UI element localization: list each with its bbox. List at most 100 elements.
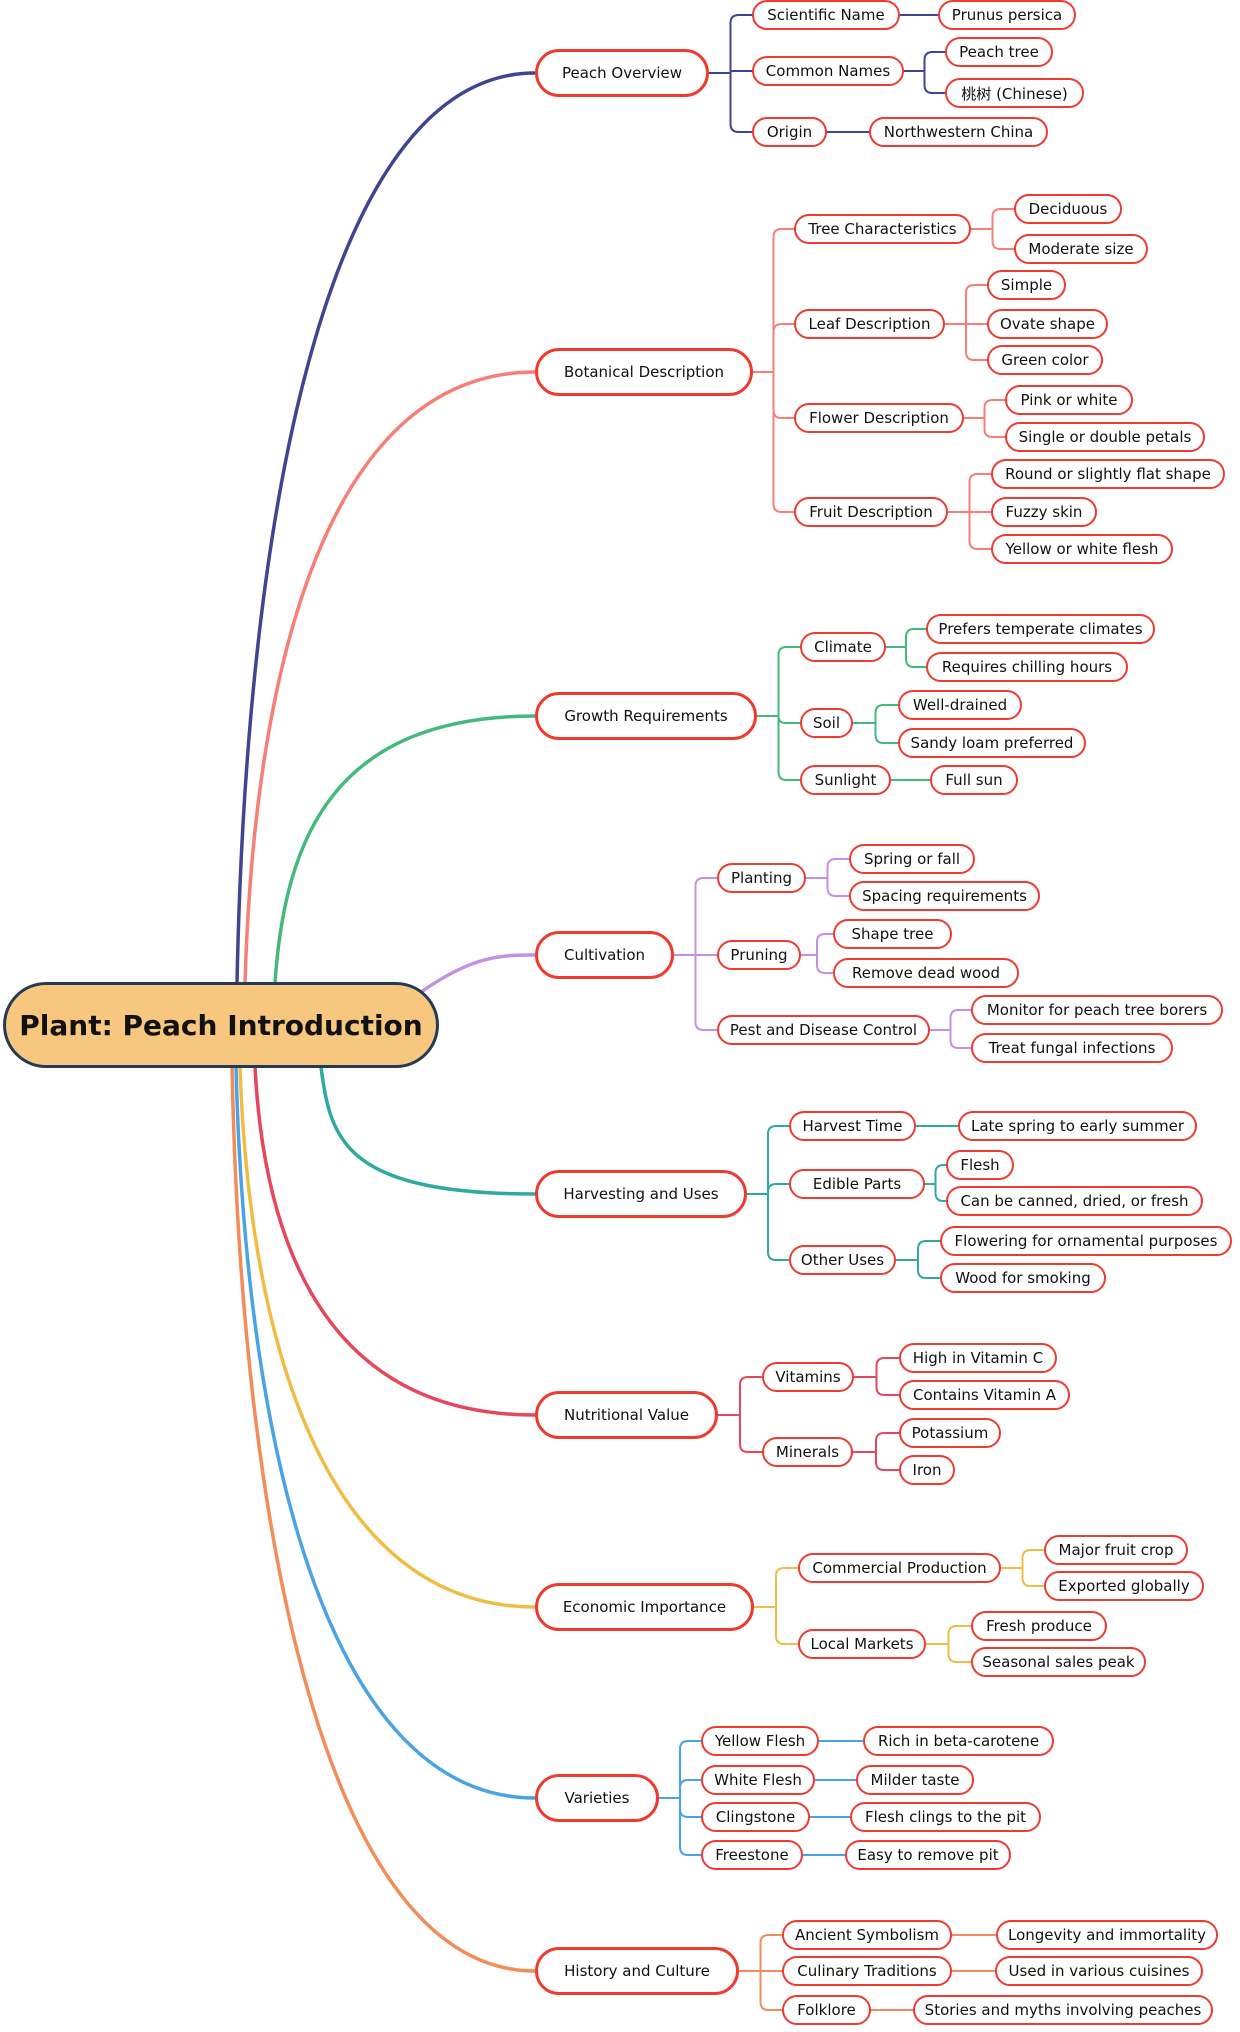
- topic-ancient-symbolism-node[interactable]: Ancient Symbolism: [782, 1920, 952, 1950]
- topic-clingstone-node[interactable]: Clingstone: [701, 1802, 810, 1832]
- branch-growth-requirements-node[interactable]: Growth Requirements: [535, 692, 757, 740]
- branch-botanical-description-node[interactable]: Botanical Description: [535, 348, 753, 396]
- leaf-round-or-slightly-flat-shape-node-label: Round or slightly flat shape: [1005, 465, 1211, 483]
- leaf-spring-or-fall-node[interactable]: Spring or fall: [849, 844, 975, 874]
- leaf-high-in-vitamin-c-node[interactable]: High in Vitamin C: [899, 1343, 1057, 1373]
- branch-nutritional-value-node[interactable]: Nutritional Value: [535, 1391, 718, 1439]
- topic-vitamins-node[interactable]: Vitamins: [762, 1362, 854, 1392]
- topic-commercial-production-node[interactable]: Commercial Production: [798, 1553, 1001, 1583]
- branch-history-and-culture-node[interactable]: History and Culture: [535, 1947, 739, 1995]
- leaf-prefers-temperate-climates-node[interactable]: Prefers temperate climates: [926, 614, 1155, 644]
- topic-culinary-traditions-node[interactable]: Culinary Traditions: [782, 1956, 952, 1986]
- topic-freestone-node[interactable]: Freestone: [701, 1840, 803, 1870]
- topic-origin-connector: [708, 72, 753, 133]
- leaf-ovate-shape-node[interactable]: Ovate shape: [987, 309, 1108, 339]
- topic-scientific-name-node[interactable]: Scientific Name: [752, 0, 900, 30]
- topic-climate-node[interactable]: Climate: [800, 632, 886, 662]
- leaf-late-spring-to-early-summer-node[interactable]: Late spring to early summer: [958, 1111, 1197, 1141]
- topic-tree-characteristics-node[interactable]: Tree Characteristics: [794, 214, 971, 244]
- topic-flower-description-node[interactable]: Flower Description: [794, 403, 964, 433]
- leaf-rich-in-beta-carotene-node[interactable]: Rich in beta-carotene: [863, 1726, 1054, 1756]
- leaf-yellow-or-white-flesh-node[interactable]: Yellow or white flesh: [991, 534, 1173, 564]
- leaf-flesh-clings-to-the-pit-node[interactable]: Flesh clings to the pit: [850, 1802, 1041, 1832]
- leaf-monitor-for-peach-tree-borers-node[interactable]: Monitor for peach tree borers: [971, 995, 1223, 1025]
- leaf-major-fruit-crop-node-label: Major fruit crop: [1058, 1541, 1174, 1559]
- leaf-single-or-double-petals-node[interactable]: Single or double petals: [1005, 422, 1205, 452]
- topic-fruit-description-node[interactable]: Fruit Description: [794, 497, 948, 527]
- branch-economic-importance-node[interactable]: Economic Importance: [535, 1583, 754, 1631]
- leaf-moderate-size-node-label: Moderate size: [1028, 240, 1134, 258]
- leaf-easy-to-remove-pit-node[interactable]: Easy to remove pit: [845, 1840, 1011, 1870]
- topic-pruning-node[interactable]: Pruning: [717, 940, 801, 970]
- leaf-spacing-requirements-node[interactable]: Spacing requirements: [849, 881, 1040, 911]
- leaf-fresh-produce-node[interactable]: Fresh produce: [971, 1611, 1107, 1641]
- topic-common-names-node[interactable]: Common Names: [752, 56, 904, 86]
- leaf-remove-dead-wood-node[interactable]: Remove dead wood: [833, 958, 1019, 988]
- leaf-shape-tree-node[interactable]: Shape tree: [833, 919, 952, 949]
- leaf-well-drained-node[interactable]: Well-drained: [898, 690, 1022, 720]
- leaf-used-in-various-cuisines-node[interactable]: Used in various cuisines: [995, 1956, 1203, 1986]
- leaf-contains-vitamin-a-node[interactable]: Contains Vitamin A: [899, 1380, 1070, 1410]
- leaf-stories-and-myths-involving-peaches-node[interactable]: Stories and myths involving peaches: [913, 1995, 1213, 2025]
- leaf-seasonal-sales-peak-node[interactable]: Seasonal sales peak: [971, 1647, 1146, 1677]
- leaf-requires-chilling-hours-connector: [885, 646, 927, 668]
- leaf-wood-for-smoking-node[interactable]: Wood for smoking: [940, 1263, 1106, 1293]
- topic-origin-node[interactable]: Origin: [752, 117, 827, 147]
- branch-varieties-node[interactable]: Varieties: [535, 1774, 659, 1822]
- branch-harvesting-and-uses-node[interactable]: Harvesting and Uses: [535, 1170, 747, 1218]
- topic-yellow-flesh-node[interactable]: Yellow Flesh: [701, 1726, 819, 1756]
- leaf-exported-globally-node[interactable]: Exported globally: [1044, 1571, 1204, 1601]
- leaf-simple-node[interactable]: Simple: [987, 270, 1066, 300]
- leaf-wood-for-smoking-connector: [895, 1259, 941, 1279]
- leaf-moderate-size-node[interactable]: Moderate size: [1014, 234, 1148, 264]
- leaf-milder-taste-node-label: Milder taste: [870, 1771, 960, 1789]
- leaf-full-sun-node[interactable]: Full sun: [930, 765, 1018, 795]
- leaf-flesh-node[interactable]: Flesh: [946, 1150, 1014, 1180]
- topic-edible-parts-node[interactable]: Edible Parts: [789, 1169, 925, 1199]
- topic-minerals-node[interactable]: Minerals: [762, 1437, 853, 1467]
- topic-sunlight-node[interactable]: Sunlight: [800, 765, 891, 795]
- leaf-flesh-connector: [924, 1164, 947, 1185]
- leaf-round-or-slightly-flat-shape-node[interactable]: Round or slightly flat shape: [991, 459, 1225, 489]
- leaf-green-color-node[interactable]: Green color: [987, 345, 1103, 375]
- branch-botanical-description-node-label: Botanical Description: [563, 363, 725, 381]
- leaf-deciduous-node[interactable]: Deciduous: [1014, 194, 1122, 224]
- topic-folklore-node[interactable]: Folklore: [782, 1995, 871, 2025]
- leaf-requires-chilling-hours-node[interactable]: Requires chilling hours: [926, 652, 1128, 682]
- leaf-pink-or-white-node[interactable]: Pink or white: [1005, 385, 1133, 415]
- root-node[interactable]: Plant: Peach Introduction: [3, 982, 439, 1068]
- topic-white-flesh-node[interactable]: White Flesh: [701, 1765, 815, 1795]
- topic-other-uses-node[interactable]: Other Uses: [789, 1245, 896, 1275]
- leaf-chinese-node[interactable]: 桃树 (Chinese): [945, 78, 1084, 108]
- leaf-spacing-requirements-connector: [805, 877, 850, 897]
- leaf-iron-node[interactable]: Iron: [899, 1455, 955, 1485]
- leaf-easy-to-remove-pit-node-label: Easy to remove pit: [857, 1846, 999, 1864]
- topic-pest-and-disease-control-node[interactable]: Pest and Disease Control: [717, 1015, 930, 1045]
- topic-local-markets-node[interactable]: Local Markets: [798, 1629, 926, 1659]
- leaf-milder-taste-node[interactable]: Milder taste: [856, 1765, 974, 1795]
- leaf-sandy-loam-preferred-node[interactable]: Sandy loam preferred: [898, 728, 1086, 758]
- topic-white-flesh-connector: [658, 1779, 702, 1799]
- topic-soil-node[interactable]: Soil: [800, 708, 853, 738]
- leaf-can-be-canned-dried-or-fresh-node[interactable]: Can be canned, dried, or fresh: [946, 1186, 1203, 1216]
- branch-nutritional-value-node-label: Nutritional Value: [564, 1406, 689, 1424]
- topic-harvest-time-node[interactable]: Harvest Time: [789, 1111, 916, 1141]
- leaf-major-fruit-crop-node[interactable]: Major fruit crop: [1044, 1535, 1188, 1565]
- branch-nutritional-value-connector: [253, 1065, 537, 1417]
- leaf-northwestern-china-node[interactable]: Northwestern China: [869, 117, 1048, 147]
- leaf-fuzzy-skin-node[interactable]: Fuzzy skin: [991, 497, 1097, 527]
- branch-peach-overview-node[interactable]: Peach Overview: [535, 49, 709, 97]
- leaf-prunus-persica-node[interactable]: Prunus persica: [938, 0, 1076, 30]
- leaf-treat-fungal-infections-node[interactable]: Treat fungal infections: [971, 1033, 1173, 1063]
- topic-leaf-description-node[interactable]: Leaf Description: [794, 309, 945, 339]
- branch-cultivation-node[interactable]: Cultivation: [535, 931, 674, 979]
- leaf-flowering-for-ornamental-purposes-node[interactable]: Flowering for ornamental purposes: [940, 1226, 1232, 1256]
- branch-cultivation-connector: [408, 953, 537, 1002]
- leaf-simple-connector: [944, 284, 988, 325]
- leaf-shape-tree-node-label: Shape tree: [851, 925, 934, 943]
- leaf-peach-tree-node[interactable]: Peach tree: [945, 37, 1053, 67]
- leaf-longevity-and-immortality-node[interactable]: Longevity and immortality: [996, 1920, 1218, 1950]
- topic-planting-node[interactable]: Planting: [717, 863, 806, 893]
- leaf-potassium-node[interactable]: Potassium: [899, 1418, 1001, 1448]
- leaf-potassium-node-label: Potassium: [911, 1424, 989, 1442]
